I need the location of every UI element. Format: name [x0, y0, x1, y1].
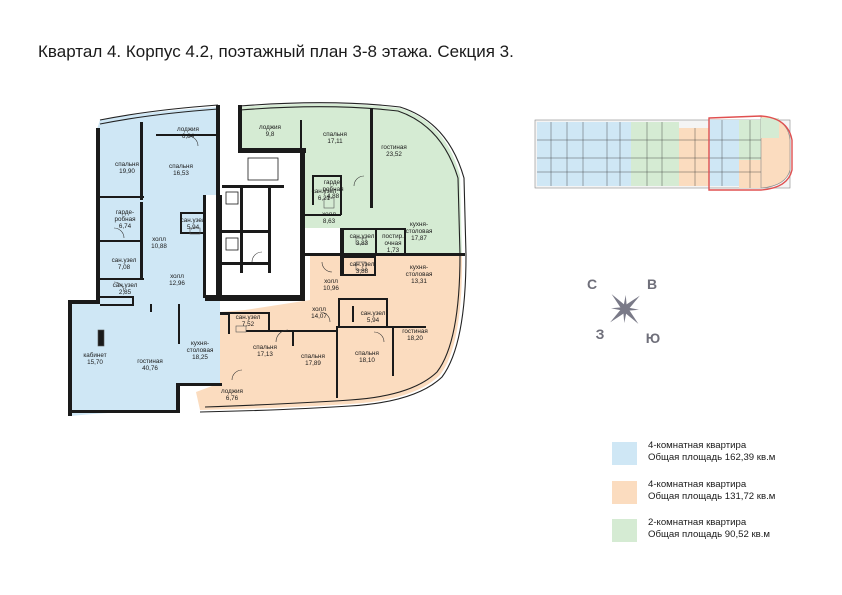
apartment-fills: [70, 103, 463, 416]
door-swings: [113, 135, 385, 381]
fixtures: [97, 197, 367, 347]
minimap-section-highlight: [708, 115, 793, 191]
compass-east: В: [647, 276, 657, 292]
legend-swatch: [612, 481, 637, 504]
apartment-blue-area[interactable]: [70, 107, 220, 416]
compass: С В Ю З: [587, 276, 660, 346]
legend-type: 4-комнатная квартира: [648, 479, 747, 490]
compass-west: З: [596, 326, 605, 342]
walls: [68, 105, 465, 416]
legend-area: Общая площадь 90,52 кв.м: [648, 529, 771, 540]
legend-type: 4-комнатная квартира: [648, 440, 747, 451]
legend-type: 2-комнатная квартира: [648, 517, 747, 528]
legend-swatch: [612, 442, 637, 465]
building-minimap: [534, 115, 793, 191]
page-title: Квартал 4. Корпус 4.2, поэтажный план 3-…: [38, 42, 514, 61]
apartment-orange-area[interactable]: [196, 255, 463, 410]
legend-swatch: [612, 519, 637, 542]
apartment-green-area[interactable]: [240, 103, 462, 255]
legend-area: Общая площадь 162,39 кв.м: [648, 452, 776, 463]
compass-south: Ю: [646, 330, 660, 346]
legend-area: Общая площадь 131,72 кв.м: [648, 491, 776, 502]
compass-north: С: [587, 276, 597, 292]
